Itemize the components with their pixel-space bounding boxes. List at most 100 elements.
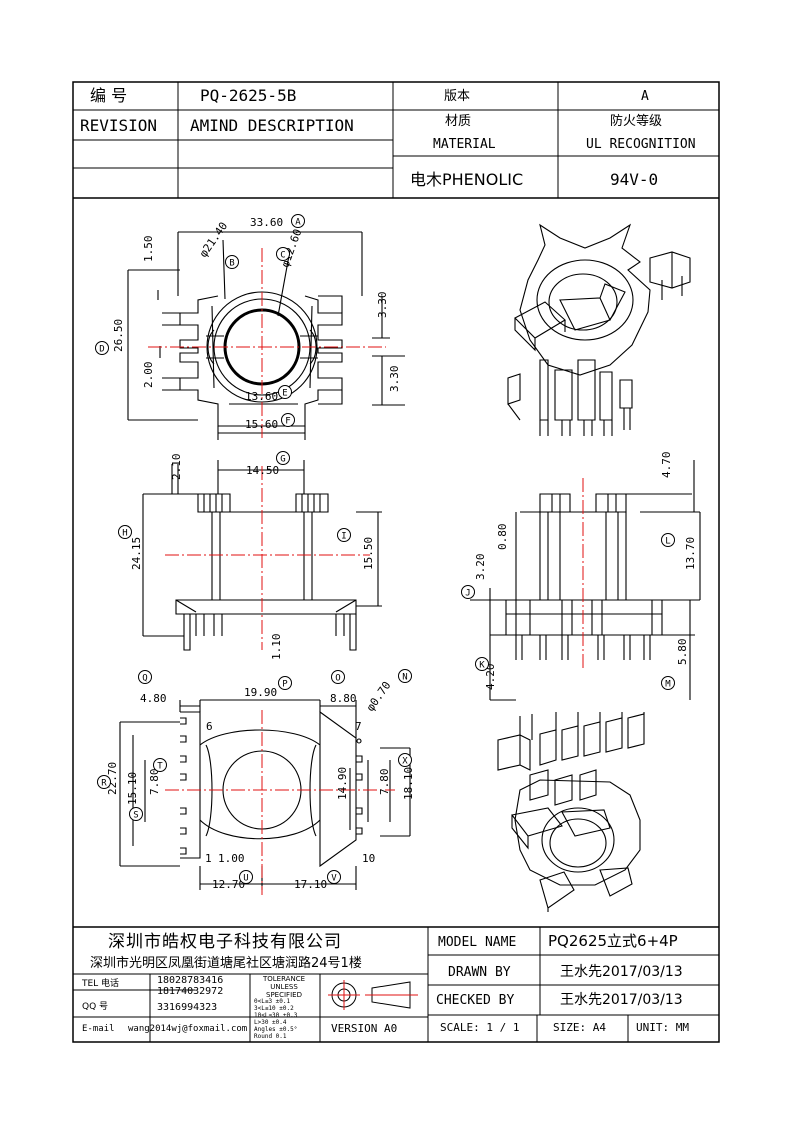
balloon-circle — [278, 385, 292, 399]
dimension-value: 3.20 — [474, 554, 487, 581]
balloon-circle — [661, 533, 675, 547]
balloon-label: O — [335, 674, 340, 684]
pin-number: 1 — [205, 852, 212, 865]
balloon-label: R — [101, 779, 107, 789]
balloon-label: E — [282, 389, 287, 399]
dimension-value: 14.90 — [336, 767, 349, 800]
checked-value: 王水先2017/03/13 — [560, 992, 683, 1008]
dimension-value: 3.30 — [388, 366, 401, 393]
balloon-label: A — [295, 218, 301, 228]
front-view-centerlines — [165, 466, 370, 650]
balloon-label: F — [285, 417, 290, 427]
balloon-circle — [327, 870, 341, 884]
version-text: VERSION A0 — [331, 1022, 398, 1035]
version-value: A — [641, 89, 649, 104]
dimension-value: 4.20 — [484, 664, 497, 691]
balloon-circle — [153, 758, 167, 772]
balloon-circle — [281, 413, 295, 427]
balloon-label: U — [243, 874, 248, 884]
dimension-value: 5.80 — [676, 639, 689, 666]
pin-number: 10 — [362, 852, 375, 865]
balloon-circle — [276, 247, 290, 261]
tel-label: TEL 电话 — [82, 979, 120, 989]
pin-number: 6 — [206, 720, 213, 733]
balloon-circle — [138, 670, 152, 684]
checked-label: CHECKED BY — [436, 993, 515, 1008]
drawn-label: DRAWN BY — [448, 965, 511, 980]
balloon-circle — [129, 807, 143, 821]
tel-number-2: 18174032972 — [157, 986, 224, 997]
dimension-value: 1.50 — [142, 236, 155, 263]
balloon-label: I — [341, 532, 346, 542]
balloon-label: M — [665, 680, 671, 690]
balloon-label: L — [665, 537, 670, 547]
balloon-label: G — [280, 455, 285, 465]
balloon-circle — [291, 214, 305, 228]
title-block-grid — [73, 926, 719, 1042]
tolerance-line: L>30 ±0.4 — [254, 1019, 287, 1026]
dimension-value: 26.50 — [112, 319, 125, 352]
dimension-value: 7.80 — [378, 769, 391, 796]
dimension-value: φ21.40 — [197, 220, 230, 260]
balloon-circle — [661, 676, 675, 690]
dimension-value: 13.70 — [684, 537, 697, 570]
balloon-circle — [337, 528, 351, 542]
balloon-label: Q — [142, 674, 147, 684]
balloon-label: N — [402, 673, 407, 683]
dimension-value: 15.10 — [126, 772, 139, 805]
dimension-value: 3.30 — [376, 292, 389, 319]
flame-label-en: UL RECOGNITION — [586, 137, 696, 152]
dimension-value: 2.10 — [170, 454, 183, 481]
side-view — [470, 460, 701, 701]
tolerance-title: TOLERANCE UNLESS SPECIFIED — [262, 975, 306, 999]
email-label: E-mail — [82, 1024, 115, 1034]
qq-number: 3316994323 — [157, 1002, 218, 1013]
size-text: SIZE: A4 — [553, 1021, 606, 1034]
dimension-value: 2.00 — [142, 362, 155, 389]
dimension-value: 18.10 — [402, 767, 415, 800]
iso-view-top — [507, 223, 691, 436]
tolerance-line: Round 0.1 — [254, 1033, 287, 1040]
dimension-value: 1.00 — [218, 852, 245, 865]
company-address: 深圳市光明区凤凰街道塘尾社区塘润路24号1楼 — [90, 956, 362, 971]
dimension-value: 33.60 — [250, 216, 283, 229]
dimension-value: 22.70 — [106, 762, 119, 795]
drawn-value: 王水先2017/03/13 — [560, 964, 683, 980]
balloon-label: C — [280, 251, 285, 261]
balloon-circle — [461, 585, 475, 599]
flame-value: 94V-0 — [610, 170, 659, 189]
balloon-circle — [225, 255, 239, 269]
tolerance-line: 0<L≤3 ±0.1 — [254, 998, 291, 1005]
balloon-circle — [95, 341, 109, 355]
balloon-circle — [239, 870, 253, 884]
balloon-label: T — [157, 762, 163, 772]
front-view — [142, 460, 382, 651]
dimension-value: 19.90 — [244, 686, 277, 699]
material-label-en: MATERIAL — [433, 137, 496, 152]
material-label-cn: 材质 — [445, 114, 472, 129]
balloon-circle — [278, 676, 292, 690]
dimension-value: 1.10 — [270, 634, 283, 661]
tolerance-line: Angles ±0.5° — [254, 1026, 298, 1033]
qq-label: QQ 号 — [82, 1002, 109, 1012]
bottom-view-centerlines — [165, 710, 395, 895]
top-view-centerlines — [148, 248, 386, 440]
balloon-circle — [475, 657, 489, 671]
balloon-label: K — [479, 661, 485, 671]
header-grid — [73, 82, 719, 199]
dimension-value: 14.50 — [246, 464, 279, 477]
tel-number-1: 18028783416 — [157, 975, 224, 986]
dimension-value: 12.70 — [212, 878, 245, 891]
dimension-value: φ0.70 — [364, 679, 394, 714]
dimension-value: 4.80 — [140, 692, 167, 705]
dimension-value: 8.80 — [330, 692, 357, 705]
pin-number: 7 — [355, 720, 362, 733]
unit-text: UNIT: MM — [636, 1021, 689, 1034]
sheet-frame — [72, 81, 720, 1043]
dimension-value: 15.50 — [362, 537, 375, 570]
number-label: 编 号 — [90, 86, 128, 105]
email-address: wang2014wj@foxmail.com — [128, 1024, 248, 1034]
amend-description-label: AMIND DESCRIPTION — [190, 116, 354, 135]
